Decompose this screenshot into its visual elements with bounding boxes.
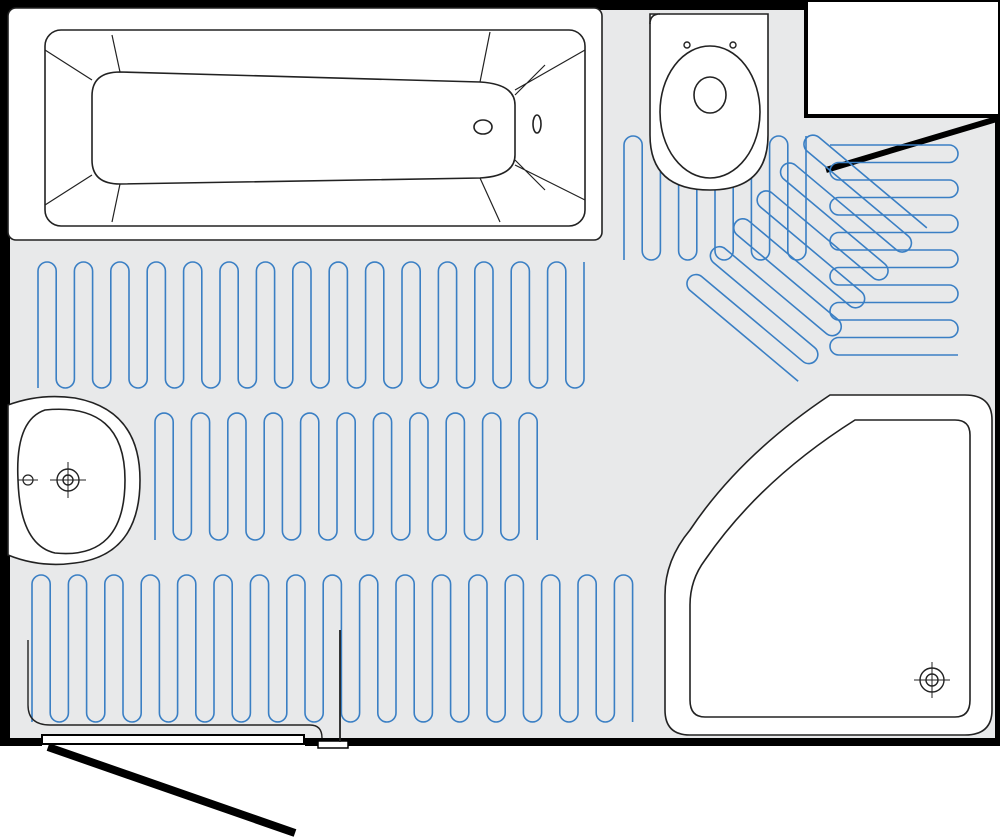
wall-column — [804, 0, 1000, 118]
cold-lead-wire — [27, 640, 323, 739]
cable-run-6 — [686, 134, 928, 382]
heating-cable — [31, 134, 959, 723]
cable-run-4 — [623, 135, 807, 261]
bathtub — [7, 7, 603, 241]
cable-run-1 — [37, 261, 585, 389]
door-leaf-top-right — [825, 115, 1000, 173]
walls — [0, 0, 1000, 745]
cable-run-2 — [154, 412, 538, 541]
washbasin — [7, 395, 141, 566]
cable-run-3 — [31, 574, 634, 723]
door-threshold — [41, 734, 305, 745]
toilet — [649, 13, 769, 191]
thermostat-box — [317, 740, 349, 749]
door-leaf — [46, 743, 297, 837]
corner-shower — [664, 394, 993, 736]
